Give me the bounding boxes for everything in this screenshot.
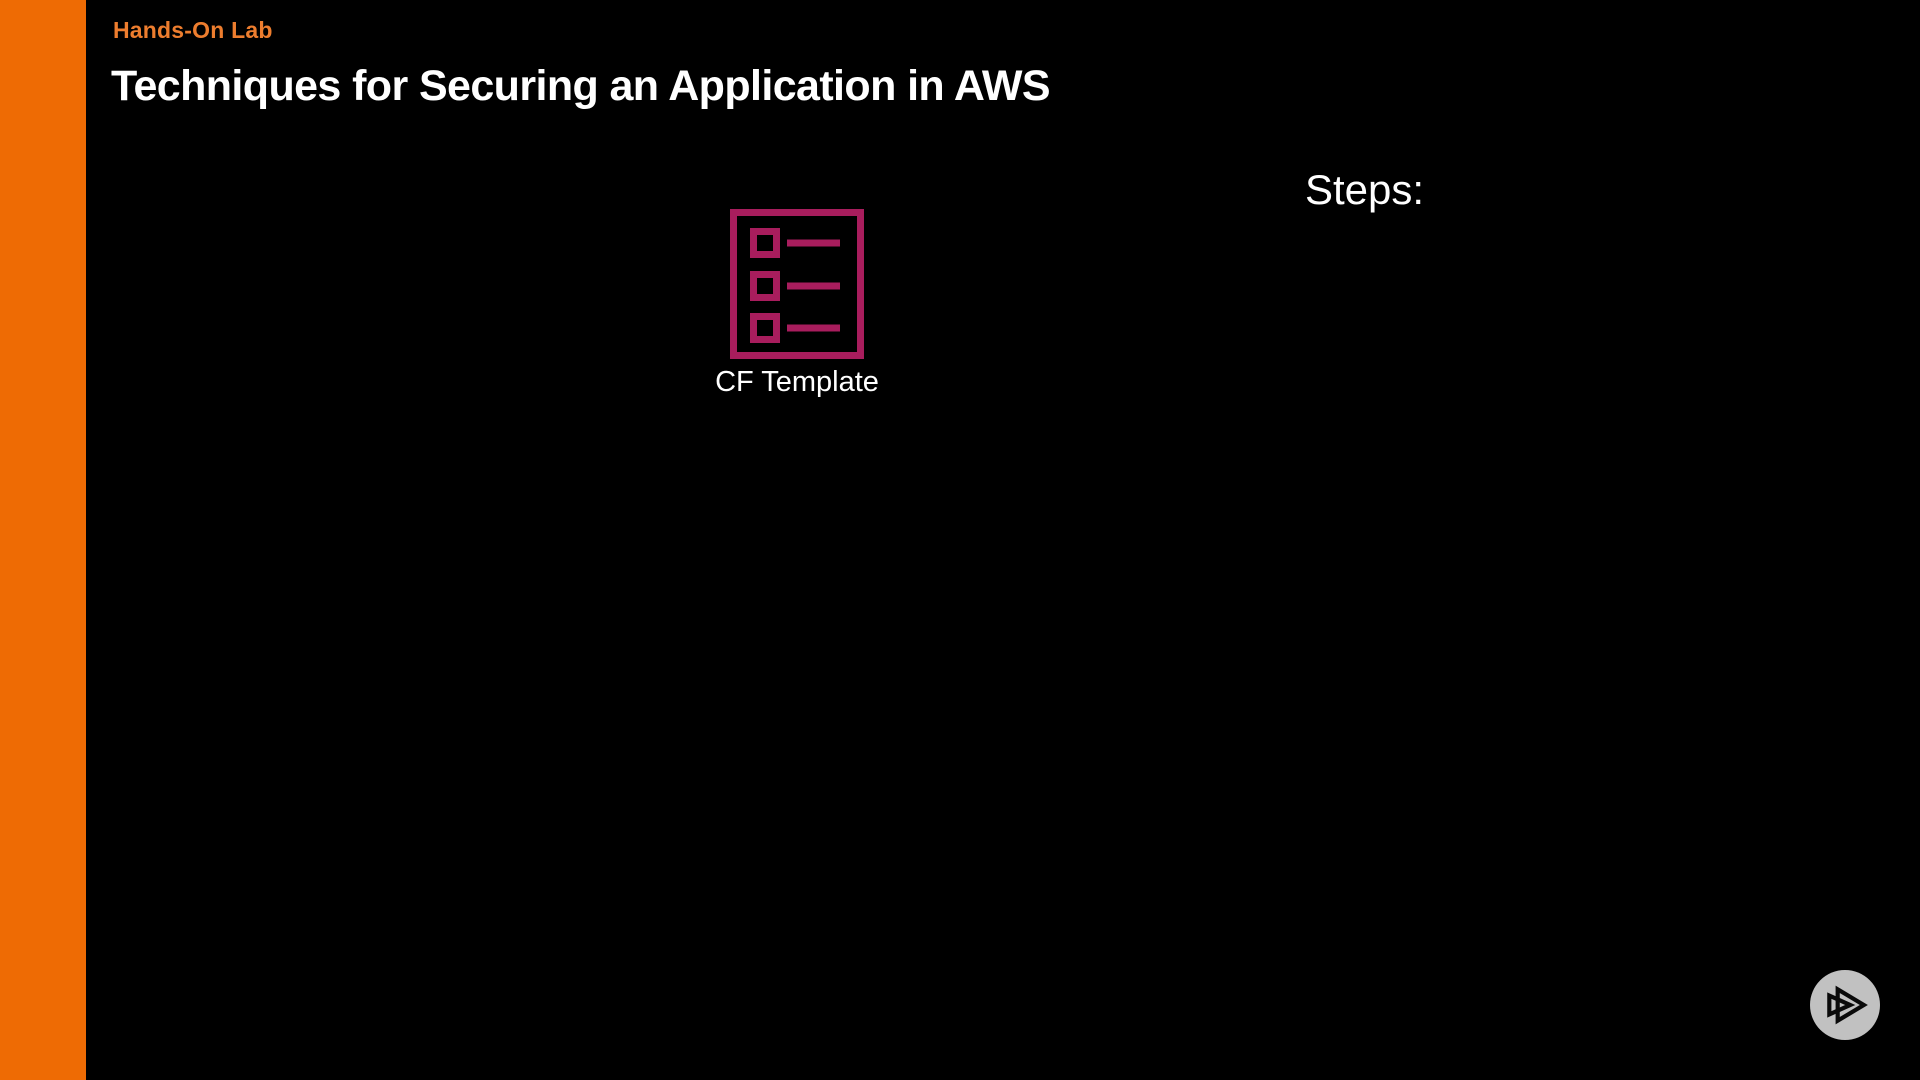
cf-template-label: CF Template: [715, 366, 879, 398]
cf-template-figure: CF Template: [715, 209, 879, 409]
cloudformation-template-icon: [730, 209, 864, 359]
steps-heading: Steps:: [1305, 166, 1425, 213]
left-accent-bar: [0, 0, 86, 1080]
lab-type-eyebrow: Hands-On Lab: [113, 17, 273, 43]
pluralsight-play-icon: [1827, 985, 1868, 1025]
slide-title: Techniques for Securing an Application i…: [111, 62, 1051, 110]
pluralsight-logo-badge: [1810, 970, 1880, 1040]
